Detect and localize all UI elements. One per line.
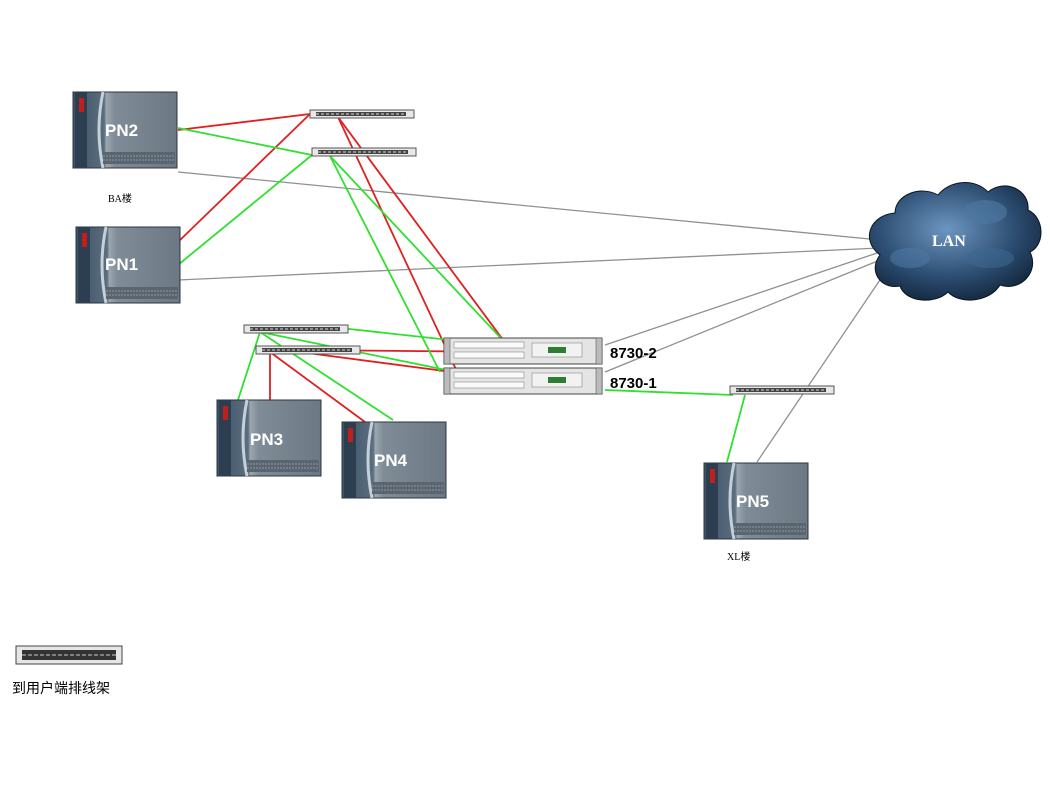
legend [15,645,123,665]
link-green [726,394,746,463]
building-label-xl: XL楼 [727,550,750,563]
patch-panel [311,147,417,157]
link-gray [604,257,886,373]
link-red [269,351,366,423]
link-green [329,155,441,373]
node-pn2: PN2 [71,90,179,170]
node-pn4: PN4 [340,420,448,500]
link-red [299,351,453,373]
link-gray [756,267,889,463]
node-label: PN1 [105,255,138,274]
patch-panel [243,324,349,334]
node-pn1: PN1 [74,225,182,305]
legend-label: 到用户端排线架 [12,680,110,696]
link-green [177,127,313,156]
node-label: PN2 [105,121,138,140]
lan-cloud: LAN [868,182,1042,301]
switch-label: 8730-2 [610,345,657,362]
core-switch-8730-1: 8730-1 [443,367,657,395]
building-label-ba: BA楼 [108,192,132,205]
link-red [177,113,311,243]
node-label: PN4 [374,451,408,470]
patch-panel [309,109,415,119]
link-green [177,154,313,266]
link-gray [604,251,881,346]
connection-links [177,113,889,463]
node-label: PN3 [250,430,283,449]
link-red [337,116,461,379]
link-green [604,389,734,396]
link-green [329,155,513,351]
link-green [237,331,261,401]
link-gray [177,247,881,281]
link-green [339,327,451,341]
node-pn5: PN5 [702,461,810,541]
link-red [177,113,311,131]
cloud-label: LAN [932,233,966,250]
node-label: PN5 [736,492,769,511]
core-switch-8730-2: 8730-2 [443,337,657,365]
patch-panel [729,385,835,395]
legend-patch-icon [15,645,123,665]
node-pn3: PN3 [215,398,323,478]
patch-panel [255,345,361,355]
link-gray [177,171,881,241]
switch-label: 8730-1 [610,375,657,392]
